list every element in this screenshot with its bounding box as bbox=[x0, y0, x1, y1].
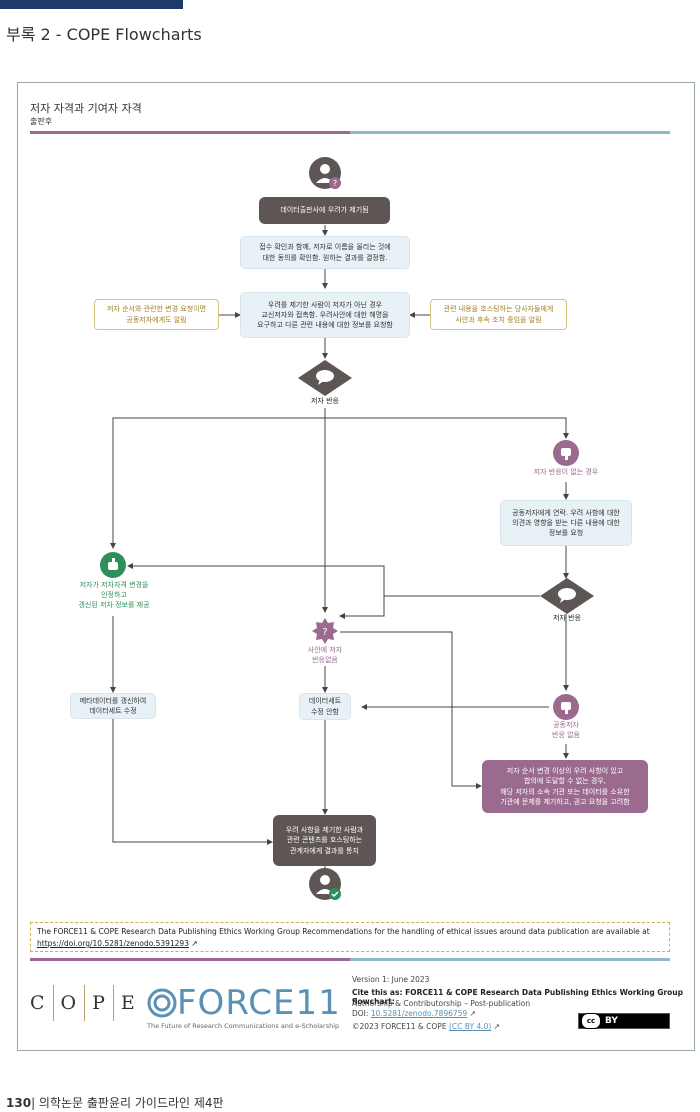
start-node: 데이터출판사에 우려가 제기됨 bbox=[259, 197, 390, 224]
flowchart-title: 저자 자격과 기여자 자격 bbox=[30, 102, 142, 115]
version-text: Version 1: June 2023 bbox=[352, 975, 430, 984]
end-node: 우려 사항을 제기한 사람과 관련 콘텐츠를 호스팅하는 관계자에게 결과를 통… bbox=[273, 815, 376, 866]
cope-logo: C O P E bbox=[30, 985, 136, 1021]
doi-line: DOI: 10.5281/zenodo.7896759 ↗ bbox=[352, 1009, 476, 1018]
external-link-icon: ↗ bbox=[469, 1009, 476, 1018]
step-acknowledge: 접수 확인과 함께, 저자로 이름을 올리는 것에 대한 동의를 확인함. 원하… bbox=[240, 236, 410, 269]
note-right: 관련 내용을 호스팅하는 당사자들에게 사안과 후속 조치 중임을 알림 bbox=[430, 299, 567, 330]
cc-icon: cc bbox=[581, 1013, 601, 1029]
cc-by-label: BY bbox=[605, 1016, 618, 1026]
decision-2-label: 저자 반응 bbox=[553, 614, 581, 622]
step-update-metadata: 메타데이터를 갱신하여 데이터세트 수정 bbox=[70, 693, 156, 719]
step-contact-coauthors: 공동저자에게 연락. 우려 사항에 대한 의견과 영향을 받는 다른 내용에 대… bbox=[500, 500, 632, 546]
header-rule-teal bbox=[350, 131, 670, 134]
license-link[interactable]: (CC BY 4.0) bbox=[448, 1022, 492, 1031]
disclaimer-text: The FORCE11 & COPE Research Data Publish… bbox=[37, 927, 650, 936]
copyright-line: ©2023 FORCE11 & COPE (CC BY 4.0) ↗ bbox=[352, 1022, 500, 1031]
page-number: 130 bbox=[6, 1096, 32, 1110]
accept-label: 저자가 저자자격 변경을 인정하고 갱신된 저자 정보를 제공 bbox=[78, 581, 150, 609]
decision-1-label: 저자 반응 bbox=[311, 397, 339, 405]
external-link-icon: ↗ bbox=[191, 939, 198, 948]
decision-diamond-1 bbox=[298, 360, 352, 396]
person-check-icon bbox=[309, 868, 341, 900]
disclaimer-box: The FORCE11 & COPE Research Data Publish… bbox=[30, 922, 670, 952]
svg-text:?: ? bbox=[333, 179, 337, 188]
external-link-icon: ↗ bbox=[493, 1022, 500, 1031]
thumbs-up-icon bbox=[100, 552, 126, 578]
page-footer: 130| 의학논문 출판윤리 가이드라인 제4판 bbox=[6, 1094, 224, 1111]
thumbs-down-icon-2 bbox=[553, 694, 579, 720]
footer-rule-teal bbox=[350, 958, 670, 961]
question-badge-icon: ? bbox=[312, 618, 338, 644]
force11-logo: FORCE11 bbox=[147, 986, 341, 1020]
no-response-label: 저자 반응이 없는 경우 bbox=[533, 468, 599, 476]
footer-rule-plum bbox=[30, 958, 350, 961]
svg-text:?: ? bbox=[322, 627, 327, 638]
person-question-icon: ? bbox=[309, 157, 341, 189]
book-title: | 의학논문 출판윤리 가이드라인 제4판 bbox=[31, 1096, 224, 1110]
note-left: 저자 순서와 관련한 변경 요청이면 공동저자에게도 알림 bbox=[94, 299, 219, 330]
header-rule-plum bbox=[30, 131, 350, 134]
step-contact-author: 우려를 제기한 사람이 저자가 아닌 경우 교신저자와 접촉함. 우려사안에 대… bbox=[240, 292, 410, 338]
no-issue-label: 사안에 저자 반응없음 bbox=[307, 646, 343, 664]
step-escalate: 저자 순서 변경 이상의 우려 사항이 있고 합의에 도달할 수 없는 경우, … bbox=[482, 760, 648, 813]
page-header: 부록 2 - COPE Flowcharts bbox=[6, 25, 202, 44]
force11-ring-icon bbox=[147, 988, 177, 1018]
cite-subtitle: Authorship & Contributorship – Post-publ… bbox=[352, 999, 531, 1008]
step-no-modify: 데이터세트 수정 안함 bbox=[299, 693, 351, 720]
disclaimer-link[interactable]: https://doi.org/10.5281/zenodo.5391293 bbox=[37, 939, 189, 948]
decision-diamond-2 bbox=[540, 578, 594, 614]
top-accent-bar bbox=[0, 0, 183, 9]
cite-text: Cite this as: FORCE11 & COPE Research Da… bbox=[352, 988, 684, 1006]
cc-by-badge: cc BY bbox=[578, 1013, 670, 1029]
doi-link[interactable]: 10.5281/zenodo.7896759 bbox=[370, 1009, 468, 1018]
coauthor-no-response-label: 공동저자 반응 없음 bbox=[552, 721, 580, 739]
thumbs-down-icon bbox=[553, 440, 579, 466]
force11-tagline: The Future of Research Communications an… bbox=[147, 1022, 340, 1030]
flowchart-subtitle: 출판후 bbox=[30, 117, 53, 126]
